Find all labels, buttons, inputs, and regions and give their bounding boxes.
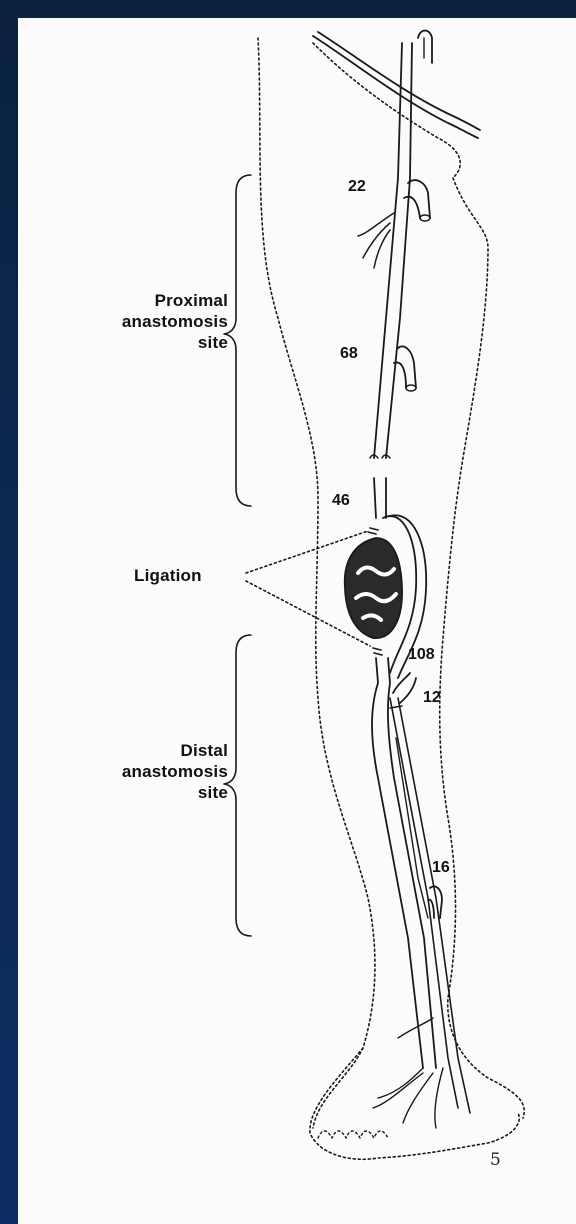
distal-label-line-1: Distal <box>38 740 228 761</box>
distal-label-line-2: anastomosis <box>38 761 228 782</box>
leg-outline-right <box>440 178 525 1118</box>
proximal-label: Proximal anastomosis site <box>38 290 228 353</box>
proximal-label-line-3: site <box>38 332 228 353</box>
distal-label: Distal anastomosis site <box>38 740 228 803</box>
branch-number-12: 12 <box>423 689 441 707</box>
illustration-panel: Proximal anastomosis site Distal anastom… <box>18 18 576 1224</box>
distal-bracket <box>224 635 251 936</box>
branch-number-46: 46 <box>332 492 350 510</box>
proximal-label-line-1: Proximal <box>38 290 228 311</box>
artery-mid <box>374 478 386 518</box>
leg-vessel-illustration <box>18 18 576 1224</box>
proximal-bracket <box>224 175 251 506</box>
proximal-label-line-2: anastomosis <box>38 311 228 332</box>
foot-outline <box>310 1048 519 1159</box>
branch-number-68: 68 <box>340 345 358 363</box>
branch-number-16: 16 <box>432 859 450 877</box>
branch-12 <box>393 673 416 703</box>
branch-number-108: 108 <box>408 646 435 664</box>
thigh-top-outline <box>313 43 460 178</box>
figure-number: 5 <box>490 1150 501 1170</box>
branch-number-22: 22 <box>348 178 366 196</box>
ligation-label: Ligation <box>134 565 202 586</box>
distal-label-line-3: site <box>38 782 228 803</box>
aneurysm <box>345 538 402 638</box>
crossing-vessel <box>313 36 478 138</box>
